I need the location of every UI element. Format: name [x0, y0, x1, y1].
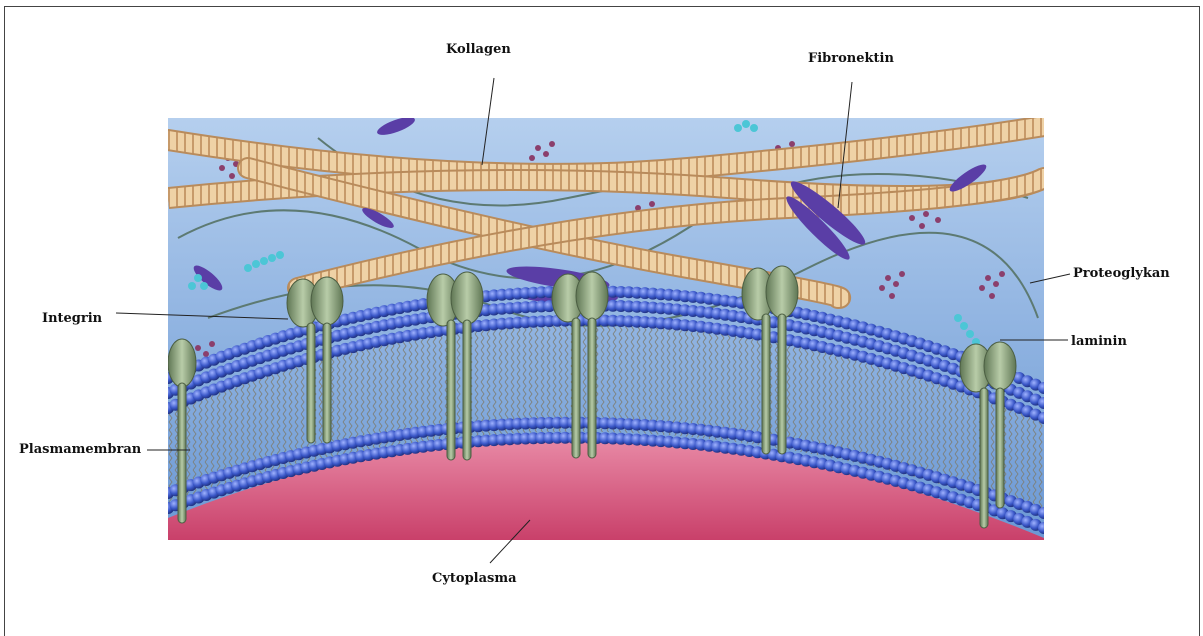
- label-fibronektin: Fibronektin: [808, 51, 894, 66]
- label-proteoglykan: Proteoglykan: [1073, 266, 1170, 281]
- label-integrin: Integrin: [42, 311, 102, 326]
- label-cytoplasma: Cytoplasma: [432, 571, 517, 586]
- cell-membrane-illustration: [168, 118, 1044, 540]
- label-laminin: laminin: [1071, 334, 1127, 349]
- label-plasmamembran: Plasmamembran: [19, 442, 141, 457]
- label-kollagen: Kollagen: [446, 42, 511, 57]
